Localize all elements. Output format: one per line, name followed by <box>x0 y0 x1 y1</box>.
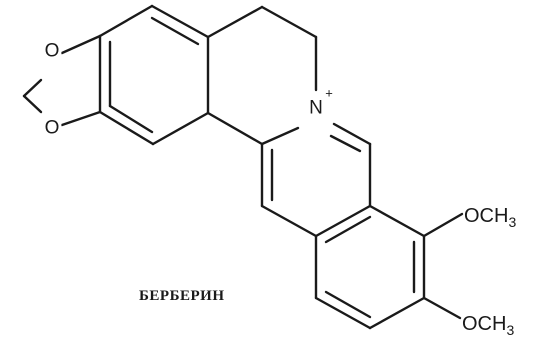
bond <box>150 16 200 46</box>
bond <box>368 204 426 238</box>
bond <box>151 111 210 146</box>
bond <box>329 134 362 153</box>
atom-label-background <box>307 96 325 120</box>
bond <box>98 4 154 38</box>
bond <box>98 110 155 146</box>
bond <box>108 104 154 134</box>
bonds <box>22 4 464 330</box>
nitrogen-charge: + <box>325 86 333 101</box>
bond <box>324 215 372 244</box>
methoxy-bottom-subscript: 3 <box>506 322 514 338</box>
methoxy-top-subscript: 3 <box>508 214 516 230</box>
bond <box>260 5 318 39</box>
bond <box>422 212 464 238</box>
bond <box>422 296 462 320</box>
bond <box>314 204 372 238</box>
bond <box>314 296 372 330</box>
atom-label-background <box>42 39 62 63</box>
bond <box>260 126 300 146</box>
bond <box>22 94 43 114</box>
methoxy-bottom-main: OCH <box>462 313 506 335</box>
bond <box>22 78 43 98</box>
atom-labels: O O N + OCH3 OCH3 <box>42 39 516 338</box>
bond <box>60 110 102 127</box>
bond <box>332 122 372 146</box>
bond <box>206 5 264 39</box>
methoxy-top-main: OCH <box>464 205 508 227</box>
bond <box>368 296 426 330</box>
compound-name-caption: БЕРБЕРИН <box>139 288 225 304</box>
oxygen-label-bottom: O <box>45 118 60 139</box>
bond <box>60 34 102 55</box>
atom-label-background <box>42 116 62 140</box>
bond <box>324 290 372 319</box>
methoxy-label-top: OCH3 <box>464 205 516 230</box>
nitrogen-label: N <box>309 98 323 119</box>
bond <box>150 4 210 39</box>
bond <box>206 111 264 146</box>
oxygen-label-top: O <box>45 41 60 62</box>
bond <box>260 204 318 238</box>
methoxy-label-bottom: OCH3 <box>462 313 514 338</box>
